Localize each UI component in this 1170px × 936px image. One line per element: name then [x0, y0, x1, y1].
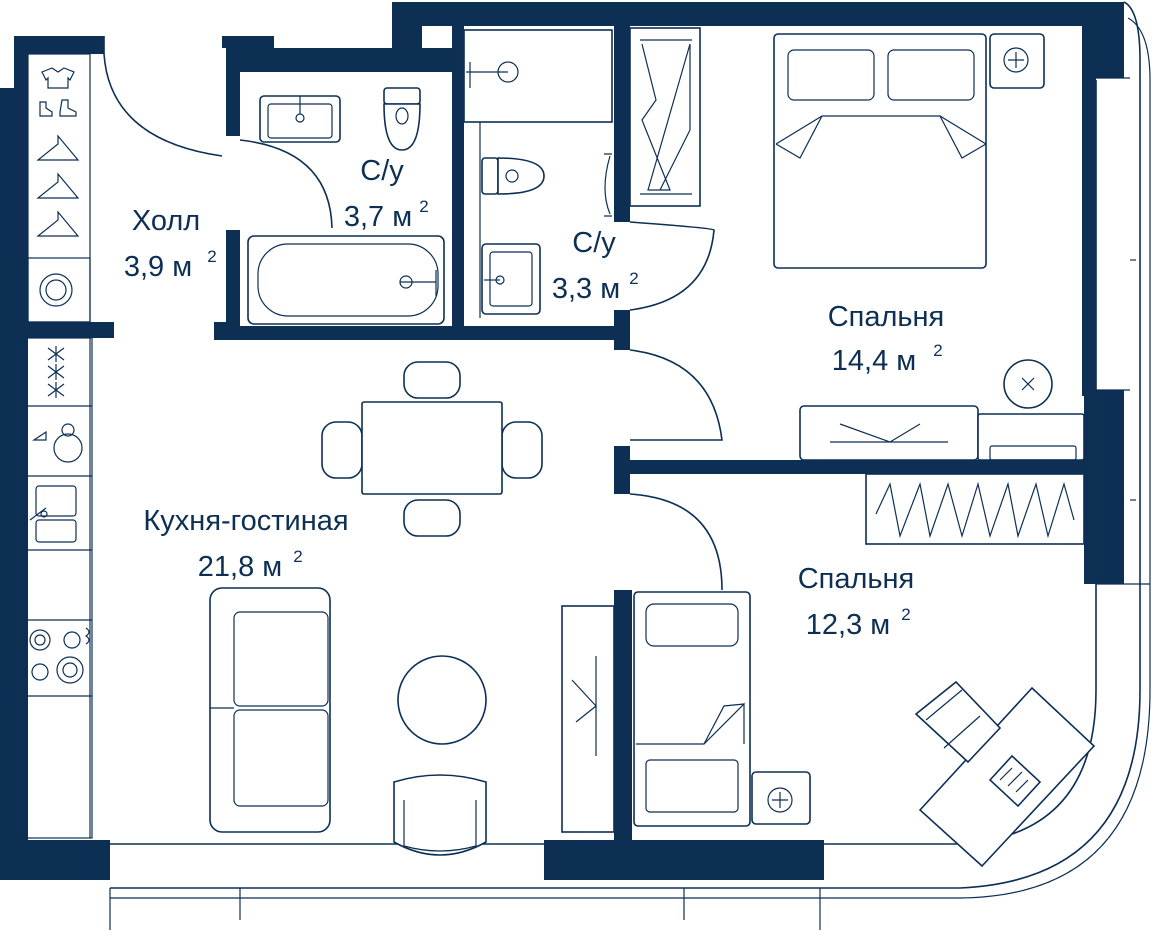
room-label-bedroom-1: Спальня 14,4 м 2: [828, 301, 945, 377]
room-name: Спальня: [798, 563, 915, 595]
sink-icon: [29, 485, 77, 543]
hall-furniture: [27, 53, 91, 323]
wall-between-baths: [452, 26, 464, 326]
sink-icon: [259, 95, 341, 143]
room-area: 3,3 м: [552, 273, 620, 305]
room-name: С/у: [360, 155, 404, 187]
wall-bath-bottom: [214, 326, 630, 340]
nightstand-icon: [751, 771, 811, 825]
bedroom-2: [633, 473, 1096, 868]
room-label-living: Кухня-гостиная 21,8 м 2: [143, 505, 348, 583]
kitchen: [23, 337, 93, 839]
toilet-icon: [383, 87, 421, 151]
wall-bottom-column: [544, 840, 824, 880]
wall-top: [392, 2, 1122, 26]
area-unit-sup: 2: [293, 547, 302, 566]
nightstand-icon: [989, 33, 1045, 89]
wall-bath1-left-bottom: [226, 230, 240, 330]
tv-stand-icon: [561, 605, 615, 833]
room-area: 21,8 м: [198, 551, 282, 583]
bathtub-icon: [247, 235, 445, 325]
bath2-door: [629, 221, 715, 311]
wall-left-inner: [14, 36, 28, 876]
dishwasher-icon: [32, 423, 83, 463]
hanger-icon: [36, 134, 80, 237]
kitchen-bed1-door: [629, 349, 723, 441]
wall-bath-bottom-left: [214, 322, 238, 340]
sink-icon: [481, 243, 541, 315]
area-unit-sup: 2: [933, 341, 942, 360]
room-label-hall: Холл 3,9 м 2: [124, 205, 217, 283]
wall-bed1-bed2: [620, 460, 1086, 474]
room-area: 3,7 м: [344, 201, 412, 233]
room-name: Холл: [132, 205, 200, 237]
bed-icon: [773, 33, 987, 269]
room-name: Спальня: [828, 301, 945, 333]
area-unit-sup: 2: [419, 197, 428, 216]
sofa-icon: [209, 587, 331, 833]
wall-bottom-left: [0, 840, 110, 880]
bath1-door: [239, 139, 333, 229]
room-area: 12,3 м: [806, 609, 890, 641]
armchair-icon: [393, 774, 487, 856]
room-label-bath-2: С/у 3,3 м 2: [552, 227, 639, 305]
washer-icon: [27, 257, 91, 323]
room-labels: Холл 3,9 м 2 С/у 3,7 м 2 С/у 3,3 м 2 Спа…: [124, 155, 944, 641]
wall-right: [1082, 26, 1096, 396]
entrance-door: [103, 53, 223, 157]
freezer-icon: [47, 346, 65, 398]
area-unit-sup: 2: [901, 605, 910, 624]
area-unit-sup: 2: [629, 269, 638, 288]
wall-hall-top: [14, 36, 104, 54]
lamp-icon: [1003, 359, 1053, 409]
wardrobe-icon: [629, 27, 701, 207]
shower-icon: [463, 29, 613, 123]
coffee-table-icon: [397, 655, 487, 745]
office-chair-icon: [914, 680, 1002, 764]
bathroom-2: [463, 29, 613, 318]
walls: [0, 2, 1124, 880]
bedroom-1: [629, 27, 1085, 461]
shirt-icon: [41, 67, 75, 89]
wall-hall-kitchen: [24, 322, 114, 338]
living-furniture: [209, 361, 615, 856]
room-area: 3,9 м: [124, 251, 192, 283]
wall-right-column: [1084, 390, 1124, 584]
wall-bath2-right-top: [614, 26, 630, 222]
area-unit-sup: 2: [207, 247, 216, 266]
room-label-bedroom-2: Спальня 12,3 м 2: [798, 563, 915, 641]
shoes-icon: [39, 99, 77, 117]
room-area: 14,4 м: [832, 345, 916, 377]
doors: [103, 36, 723, 591]
toilet-icon: [481, 157, 545, 195]
wall-bath2-right-bottom: [614, 310, 630, 350]
bathroom-1: [247, 87, 445, 325]
stove-icon: [29, 627, 90, 684]
tv-console-icon: [799, 405, 979, 461]
room-name: Кухня-гостиная: [143, 505, 348, 537]
wardrobe-icon: [865, 473, 1085, 545]
room-label-bath-1: С/у 3,7 м 2: [344, 155, 429, 233]
wall-kitchen-bed2: [614, 590, 632, 850]
bed-icon: [633, 591, 751, 827]
dining-table-icon: [321, 361, 543, 537]
kitchen-bed2-door: [629, 493, 723, 591]
room-name: С/у: [572, 227, 616, 259]
laptop-icon: [988, 754, 1042, 808]
